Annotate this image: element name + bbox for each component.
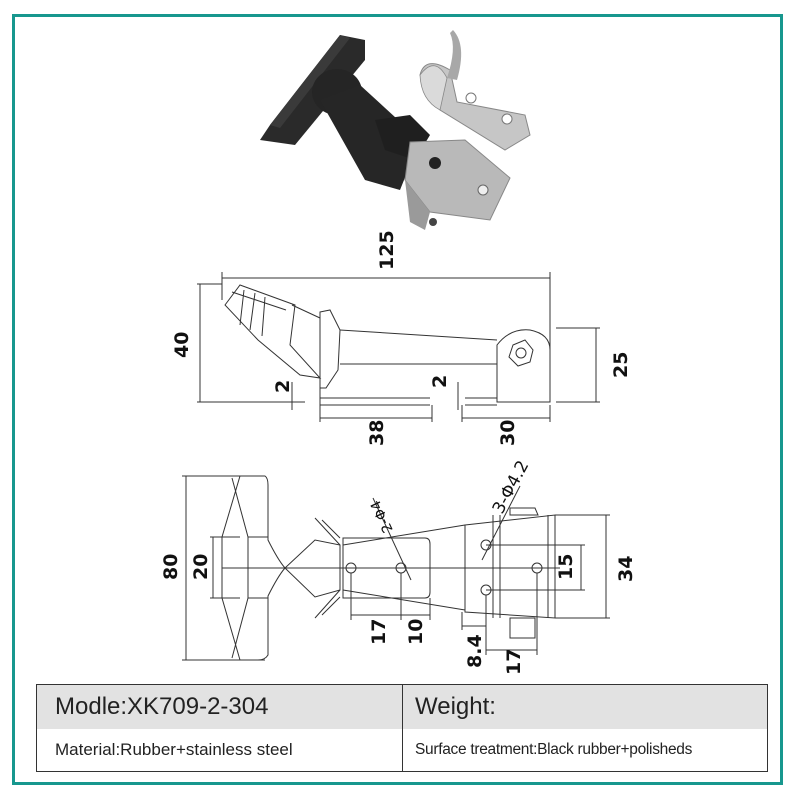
dim-80: 80 — [160, 554, 182, 580]
material-cell: Material:Rubber+stainless steel — [55, 740, 293, 759]
dim-34: 34 — [615, 556, 637, 582]
surface-treatment-cell: Surface treatment:Black rubber+polisheds — [402, 729, 767, 771]
dim-38: 38 — [366, 420, 388, 446]
dim-17-base: 17 — [503, 649, 525, 675]
technical-drawing: 125 40 25 2 2 38 30 80 20 2-Φ4 3-Φ4.2 15… — [160, 230, 637, 675]
dim-10: 10 — [405, 619, 427, 645]
dim-17-keeper: 17 — [368, 619, 390, 645]
weight-cell: Weight: — [402, 685, 767, 729]
dim-30: 30 — [497, 420, 519, 446]
dim-25: 25 — [610, 352, 632, 378]
product-photo — [260, 30, 531, 230]
dim-40: 40 — [171, 332, 193, 358]
spec-table: Modle:XK709-2-304 Weight: Material:Rubbe… — [36, 684, 768, 772]
teal-frame — [12, 14, 783, 785]
dim-2-right: 2 — [429, 375, 451, 388]
keeper-holes-label: 2-Φ4 — [368, 498, 397, 536]
dim-8-4: 8.4 — [464, 634, 486, 668]
dim-125: 125 — [376, 230, 398, 270]
model-cell: Modle:XK709-2-304 — [37, 685, 402, 729]
dim-15: 15 — [555, 554, 577, 580]
dim-20: 20 — [190, 554, 212, 580]
dim-2-left: 2 — [272, 380, 294, 393]
